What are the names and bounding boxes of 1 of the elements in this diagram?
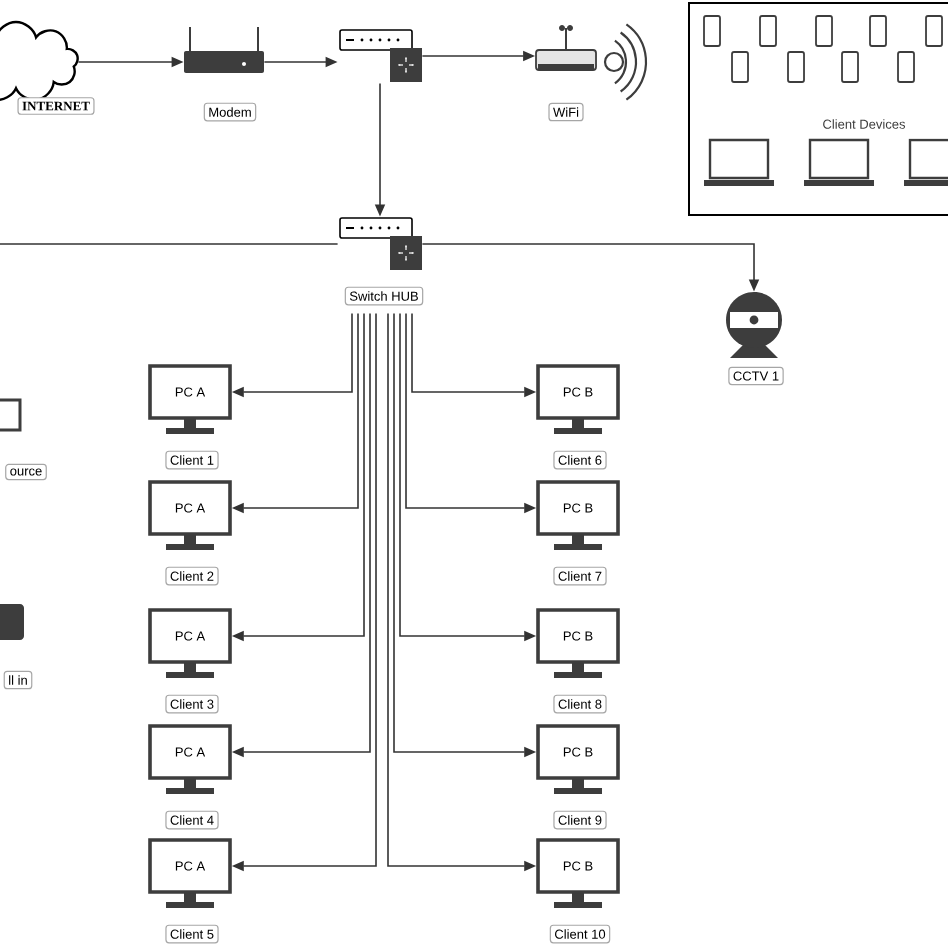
router-icon <box>339 29 422 82</box>
